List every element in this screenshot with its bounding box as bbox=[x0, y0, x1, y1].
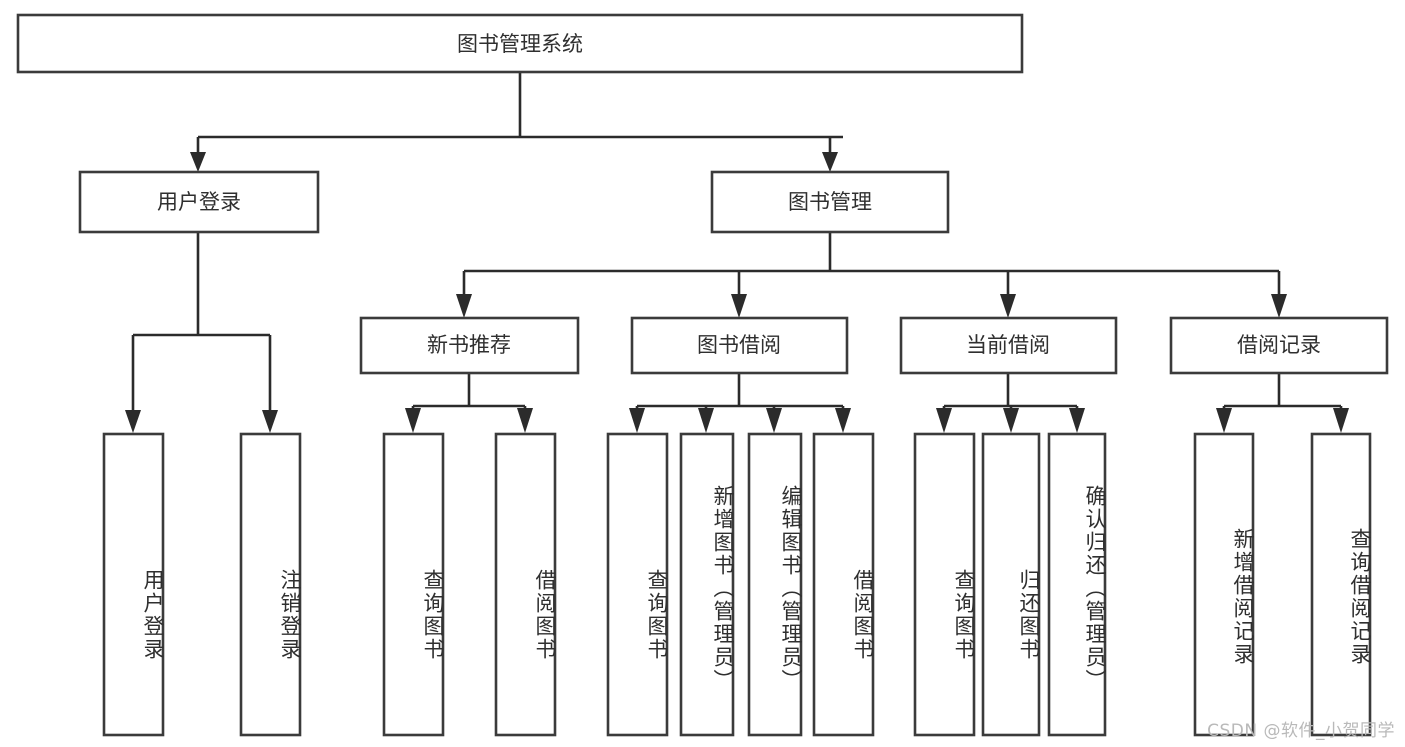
arrow-bookborrow-leaf-3 bbox=[766, 408, 782, 433]
arrow-borrowrecord-leaf-1 bbox=[1216, 408, 1232, 433]
node-leaf-borrow-book-1-box[interactable] bbox=[494, 432, 557, 737]
node-leaf-user-login-box[interactable] bbox=[102, 432, 165, 737]
node-leaf-borrow-book-2-box[interactable] bbox=[812, 432, 875, 737]
watermark-text: CSDN @软件_小贺同学 bbox=[1207, 721, 1395, 741]
arrow-currentborrow-leaf-1 bbox=[936, 408, 952, 433]
node-borrow-record-box[interactable] bbox=[1169, 316, 1389, 375]
arrow-newbook-leaf-1 bbox=[405, 408, 421, 433]
node-leaf-add-book-box[interactable] bbox=[679, 432, 735, 737]
arrow-bookmgmt-to-borrow-record bbox=[1271, 294, 1287, 318]
node-leaf-edit-book-box[interactable] bbox=[747, 432, 803, 737]
node-root-box[interactable] bbox=[16, 13, 1024, 74]
node-leaf-confirm-return-box[interactable] bbox=[1047, 432, 1107, 737]
node-label-new-book-recommend: 新书推荐 bbox=[427, 333, 511, 357]
arrow-bookborrow-leaf-4 bbox=[835, 408, 851, 433]
node-user-login-box[interactable] bbox=[78, 170, 320, 234]
node-leaf-return-book-box[interactable] bbox=[981, 432, 1041, 737]
arrow-userlogin-leaf-1 bbox=[125, 410, 141, 433]
node-leaf-query-book-1-box[interactable] bbox=[382, 432, 445, 737]
node-label-user-login: 用户登录 bbox=[157, 190, 241, 214]
node-label-book-borrow: 图书借阅 bbox=[697, 333, 781, 357]
node-label-borrow-record: 借阅记录 bbox=[1237, 333, 1321, 357]
arrow-bookborrow-leaf-2 bbox=[698, 408, 714, 433]
arrow-currentborrow-leaf-3 bbox=[1069, 408, 1085, 433]
arrow-currentborrow-leaf-2 bbox=[1003, 408, 1019, 433]
node-leaf-query-book-3-box[interactable] bbox=[913, 432, 976, 737]
arrow-userlogin-leaf-2 bbox=[262, 410, 278, 433]
arrow-bookmgmt-to-new-book bbox=[456, 294, 472, 318]
arrow-bookmgmt-to-current-borrow bbox=[1000, 294, 1016, 318]
arrow-borrowrecord-leaf-2 bbox=[1333, 408, 1349, 433]
node-book-borrow-box[interactable] bbox=[630, 316, 849, 375]
arrow-bookborrow-leaf-1 bbox=[629, 408, 645, 433]
arrow-root-to-user-login bbox=[190, 152, 206, 172]
node-label-book-management: 图书管理 bbox=[788, 190, 872, 214]
connector-layer bbox=[125, 72, 1349, 433]
node-new-book-recommend-box[interactable] bbox=[359, 316, 580, 375]
node-leaf-add-record-box[interactable] bbox=[1193, 432, 1255, 737]
arrow-bookmgmt-to-book-borrow bbox=[731, 294, 747, 318]
horizontal-label-layer: 图书管理系统 用户登录 图书管理 新书推荐 图书借阅 当前借阅 借阅记录 bbox=[157, 32, 1321, 357]
node-current-borrow-box[interactable] bbox=[899, 316, 1118, 375]
arrow-root-to-book-management bbox=[822, 152, 838, 172]
node-leaf-query-book-2-box[interactable] bbox=[606, 432, 669, 737]
node-leaf-query-record-box[interactable] bbox=[1310, 432, 1372, 737]
arrow-newbook-leaf-2 bbox=[517, 408, 533, 433]
node-leaf-logout-login-box[interactable] bbox=[239, 432, 302, 737]
node-label-current-borrow: 当前借阅 bbox=[966, 333, 1050, 357]
node-book-management-box[interactable] bbox=[710, 170, 950, 234]
node-layer bbox=[16, 13, 1389, 737]
root-label: 图书管理系统 bbox=[457, 32, 583, 56]
